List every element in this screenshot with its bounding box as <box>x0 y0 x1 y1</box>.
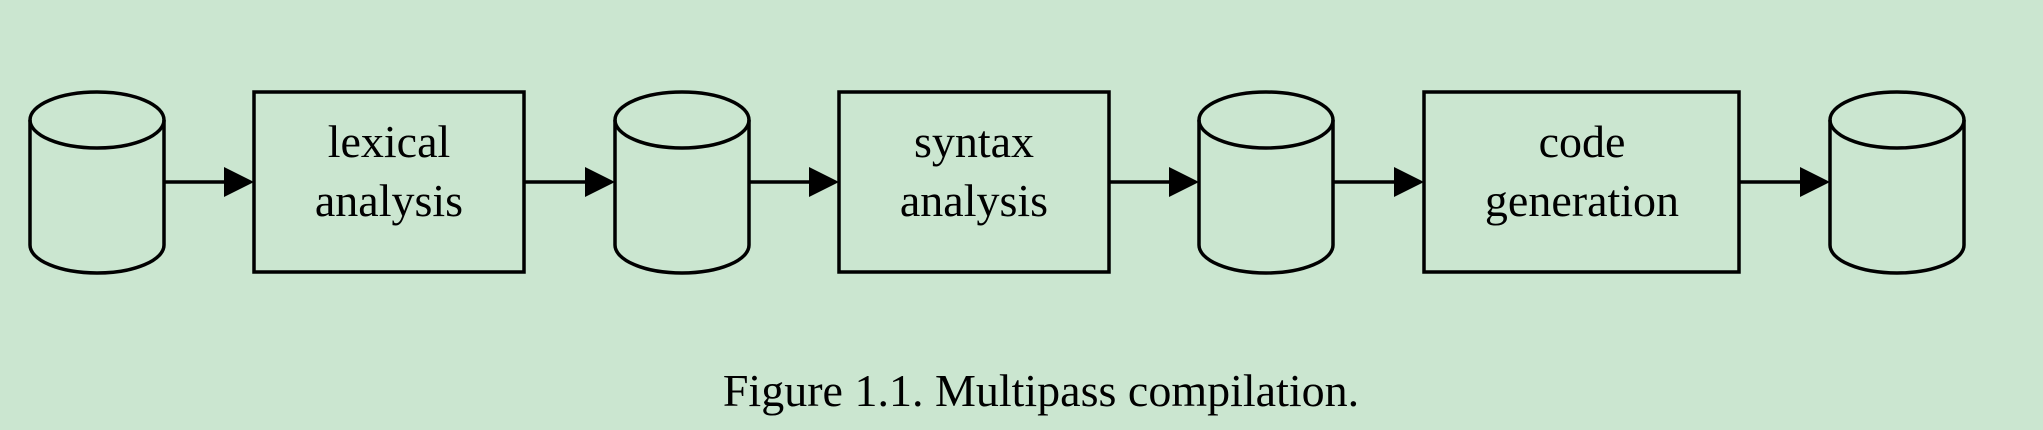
stage-box-syntax-analysis: syntax analysis <box>837 90 1111 274</box>
data-store-cylinder <box>1828 90 1966 275</box>
stage-label-line: analysis <box>315 175 463 226</box>
stage-label-line: analysis <box>900 175 1048 226</box>
stage-box-code-generation: code generation <box>1422 90 1741 274</box>
flow-arrow <box>749 167 839 197</box>
stage-label-line: syntax <box>914 116 1034 167</box>
flow-arrow <box>1333 167 1424 197</box>
flow-arrow <box>164 167 254 197</box>
flow-arrow <box>524 167 615 197</box>
flow-arrow <box>1739 167 1830 197</box>
stage-label-line: generation <box>1485 175 1679 226</box>
stage-box-lexical-analysis: lexical analysis <box>252 90 526 274</box>
data-store-cylinder <box>28 90 166 275</box>
figure-caption: Figure 1.1. Multipass compilation. <box>723 365 1359 416</box>
stage-label-line: code <box>1539 116 1626 167</box>
data-store-cylinder <box>613 90 751 275</box>
data-store-cylinder <box>1197 90 1335 275</box>
flow-arrow <box>1109 167 1199 197</box>
stage-label-line: lexical <box>328 116 451 167</box>
